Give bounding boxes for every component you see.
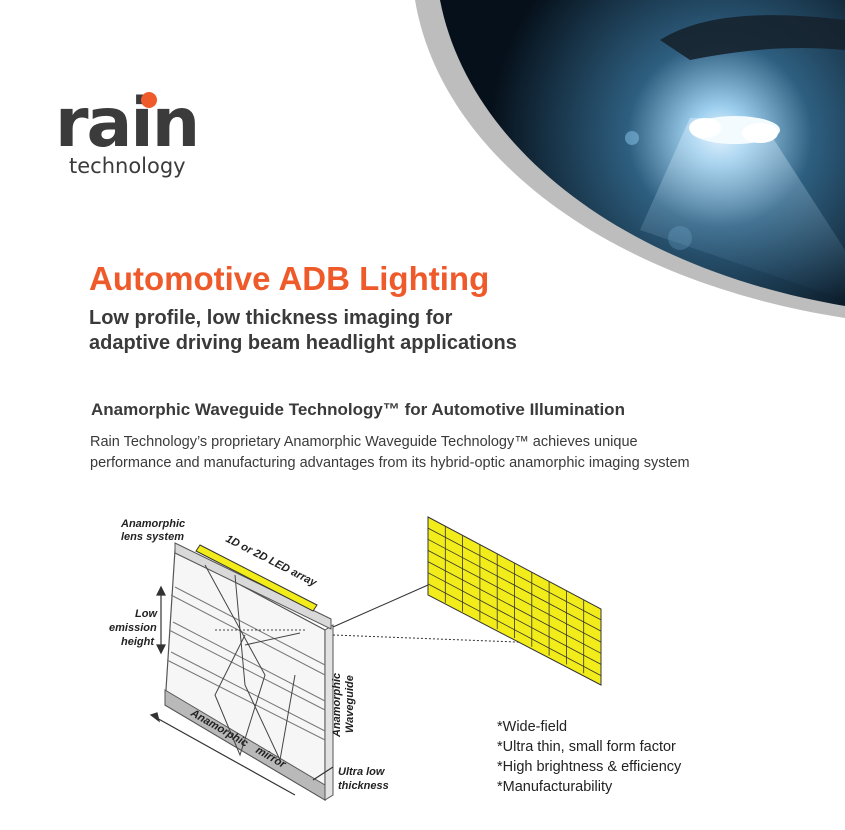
label-waveguide-1: Anamorphic (331, 673, 343, 738)
internal-rays (204, 564, 305, 762)
mirror-band (164, 689, 326, 801)
hero-car-image (415, 0, 845, 318)
label-low-1: Low (135, 608, 158, 620)
page-title: Automotive ADB Lighting (89, 260, 490, 297)
waveguide-diagram: Anamorphic lens system 1D or 2D LED arra… (109, 516, 602, 802)
section-heading: Anamorphic Waveguide Technology™ for Aut… (91, 400, 625, 419)
subtitle-line: adaptive driving beam headlight applicat… (89, 332, 517, 354)
feature-list: *Wide-field *Ultra thin, small form fact… (497, 717, 681, 797)
subtitle-line: Low profile, low thickness imaging for (89, 307, 453, 329)
label-lens-1: Anamorphic (120, 518, 185, 530)
body-line: performance and manufacturing advantages… (90, 455, 690, 471)
beam-pattern-grid (427, 516, 602, 686)
body-paragraph: Rain Technology’s proprietary Anamorphic… (90, 432, 790, 474)
label-low-3: height (121, 636, 155, 648)
feature-item: *Manufacturability (497, 779, 613, 795)
label-thickness-1: Ultra low (338, 766, 386, 778)
label-low-2: emission (109, 622, 157, 634)
logo-subtitle: technology (69, 154, 186, 178)
feature-item: *Ultra thin, small form factor (497, 739, 676, 755)
label-waveguide-2: Waveguide (344, 675, 356, 733)
waveguide-layers (166, 586, 326, 741)
label-lens-2: lens system (121, 531, 184, 543)
label-thickness-2: thickness (338, 780, 389, 792)
led-array-bar (195, 544, 318, 612)
feature-item: *High brightness & efficiency (497, 759, 682, 775)
page-subtitle: Low profile, low thickness imaging for a… (89, 306, 517, 356)
feature-item: *Wide-field (497, 719, 568, 735)
logo-wordmark: rain (55, 84, 200, 163)
dimension-arrows (149, 585, 334, 796)
body-line: Rain Technology’s proprietary Anamorphic… (90, 434, 638, 450)
logo-dot-icon (141, 92, 157, 108)
